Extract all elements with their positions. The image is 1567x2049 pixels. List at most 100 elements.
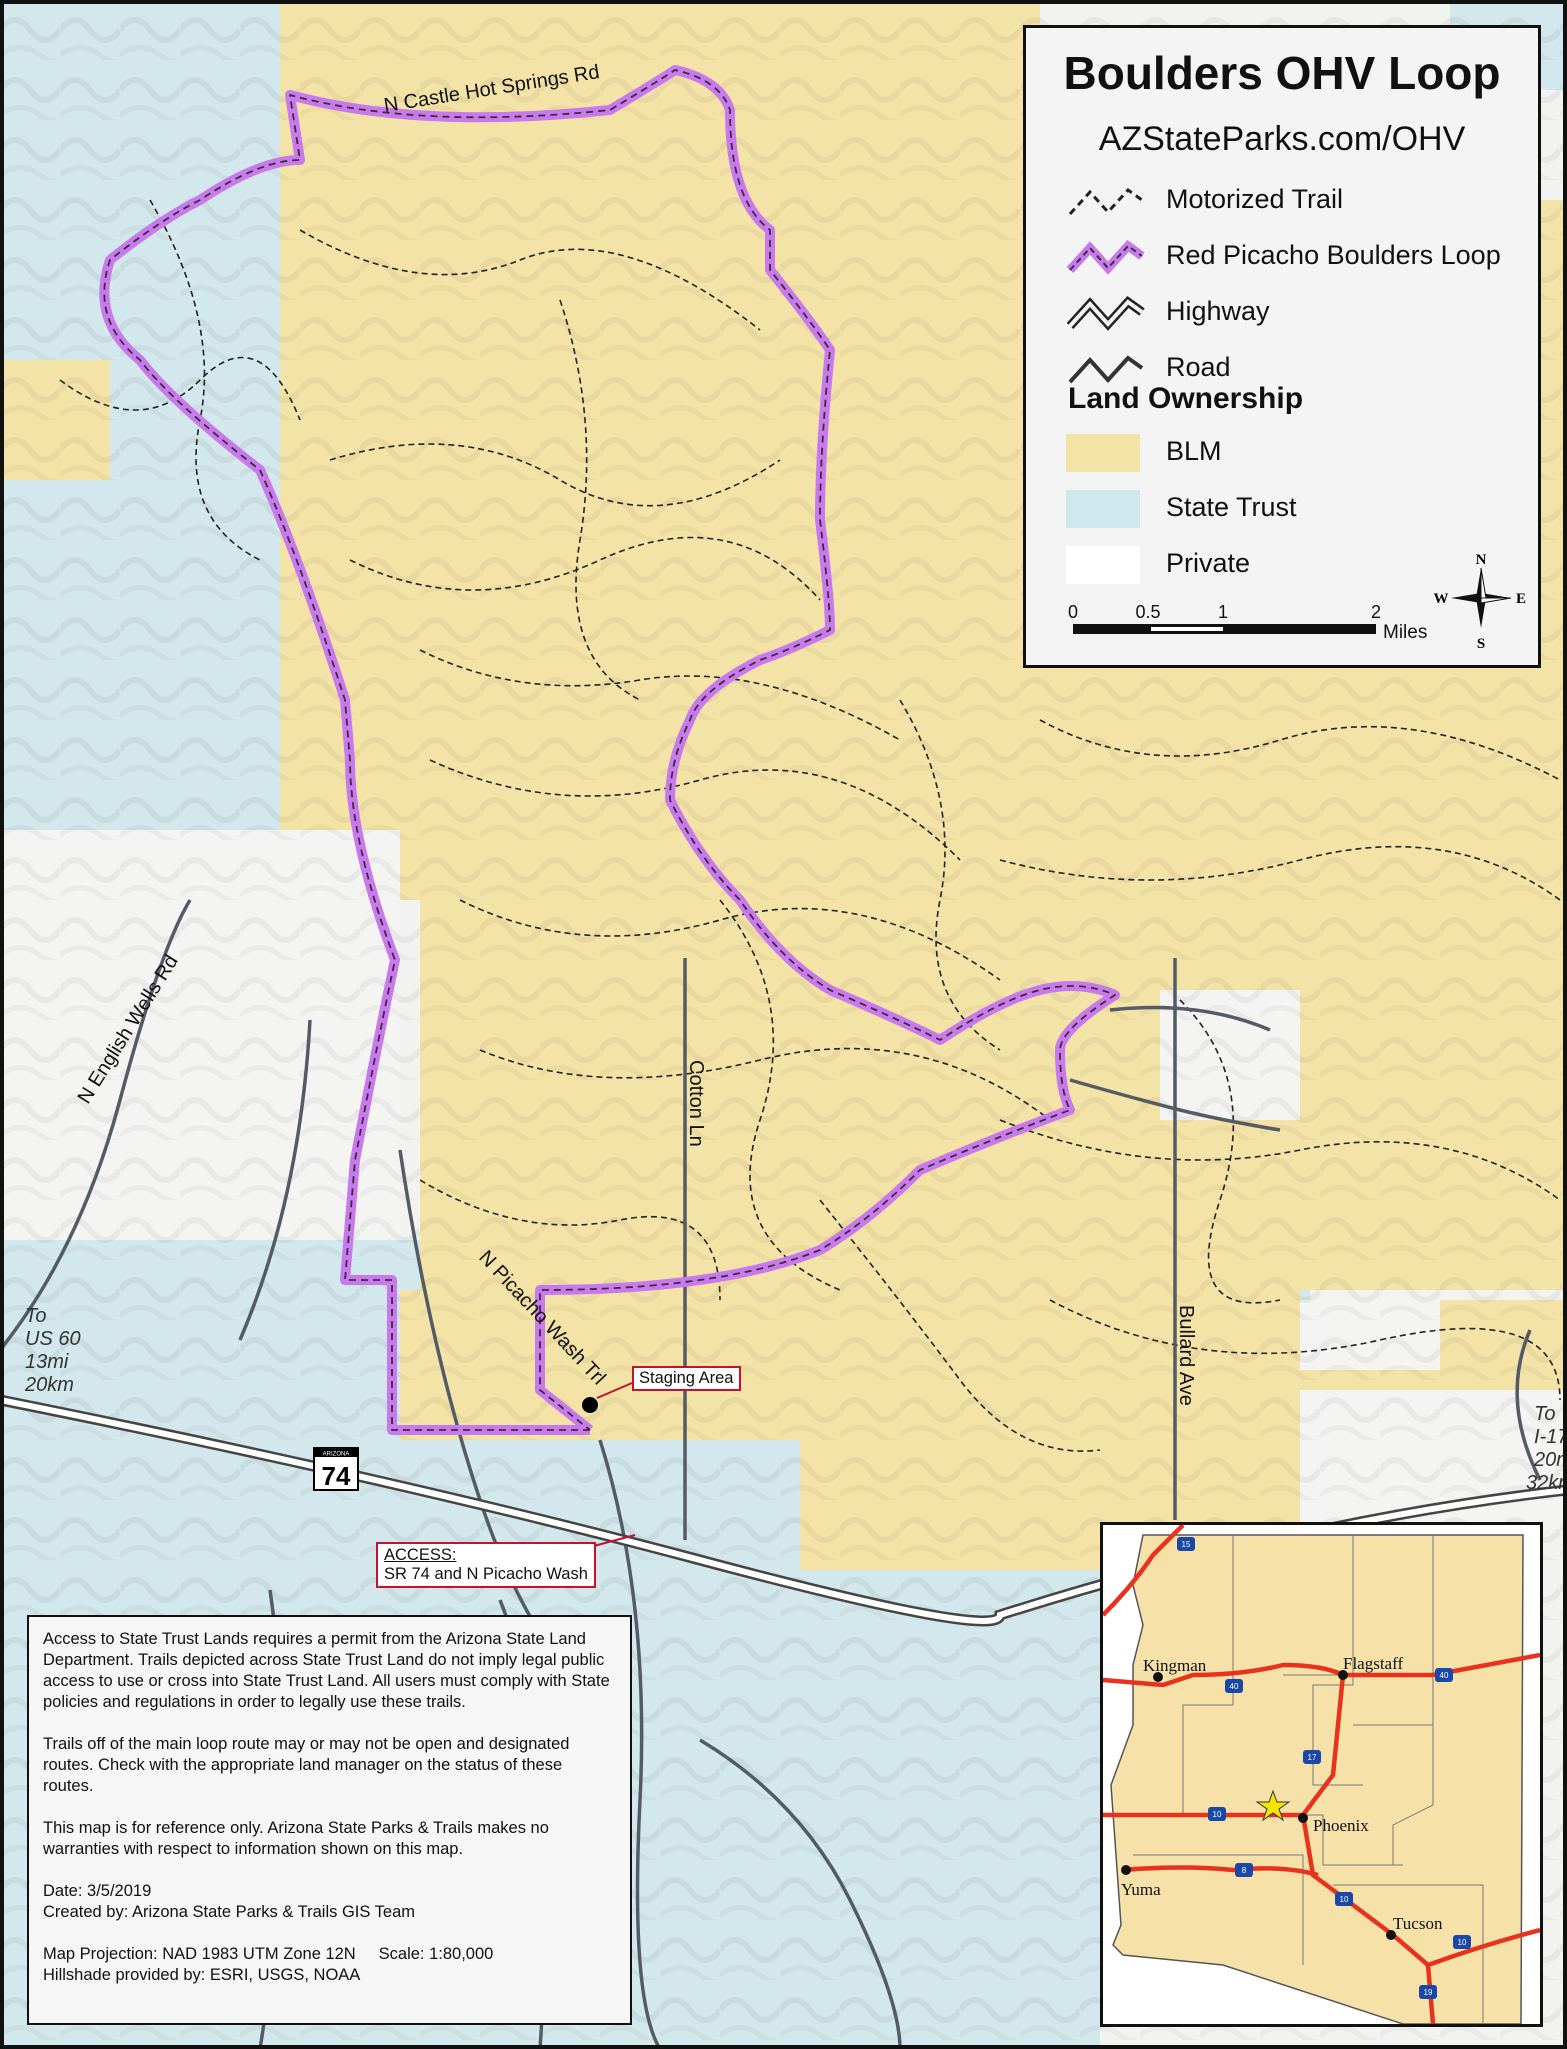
i10-south-shield-icon: 10	[1335, 1892, 1353, 1906]
legend-label: Road	[1166, 352, 1231, 382]
arizona-state-shape	[1110, 1534, 1524, 2024]
notes-created: Created by: Arizona State Parks & Trails…	[43, 1903, 416, 1921]
interstate-shields: 15 40 40 17 10 8 10 10 19	[1177, 1537, 1471, 1999]
map-url[interactable]: AZStateParks.com/OHV	[1098, 120, 1466, 158]
staging-area-callout: Staging Area	[632, 1366, 741, 1391]
notes-permit: Access to State Trust Lands requires a p…	[43, 1630, 610, 1711]
staging-callout-leader	[596, 1382, 633, 1399]
legend-label: Highway	[1166, 296, 1270, 326]
map-title: Boulders OHV Loop	[1063, 47, 1501, 99]
svg-text:ARIZONA: ARIZONA	[323, 1452, 350, 1458]
legend-item-motorized-trail: Motorized Trail	[1066, 178, 1526, 224]
svg-text:10: 10	[1213, 1810, 1222, 1819]
svg-text:40: 40	[1440, 1671, 1449, 1680]
city-phoenix: Phoenix	[1313, 1816, 1369, 1835]
svg-text:17: 17	[1308, 1753, 1317, 1762]
svg-text:10: 10	[1458, 1938, 1467, 1947]
i10-east-shield-icon: 10	[1453, 1935, 1471, 1949]
road-icon	[1068, 355, 1144, 384]
blm-swatch	[1066, 434, 1140, 472]
notes-projection-line: Map Projection: NAD 1983 UTM Zone 12N Sc…	[43, 1944, 616, 1965]
cotton-ln-label: Cotton Ln	[685, 1060, 707, 1147]
notes-projection: Map Projection: NAD 1983 UTM Zone 12N	[43, 1945, 356, 1963]
to-i17-line1: To	[1534, 1403, 1556, 1425]
private-swatch	[1066, 546, 1140, 584]
notes-scale: Scale: 1:80,000	[378, 1945, 494, 1963]
compass-e: E	[1516, 591, 1526, 607]
scale-bar: 0 0.5 1 2 Miles	[1068, 602, 1427, 643]
to-us60-line3: 13mi	[25, 1351, 69, 1373]
to-us60-line4: 20km	[24, 1374, 74, 1396]
loop-route-icon	[1066, 240, 1145, 275]
staging-area-marker[interactable]	[582, 1397, 598, 1413]
svg-text:15: 15	[1182, 1540, 1191, 1549]
access-callout: ACCESS: SR 74 and N Picacho Wash	[376, 1542, 596, 1588]
compass-n: N	[1476, 552, 1487, 568]
legend-label: Red Picacho Boulders Loop	[1166, 240, 1501, 270]
scale-tick-05: 0.5	[1135, 602, 1160, 622]
highway-icon	[1066, 296, 1145, 331]
boulders-loop-route	[99, 65, 1120, 1435]
i17-shield-icon: 17	[1303, 1750, 1321, 1764]
state-trust-swatch	[1066, 490, 1140, 528]
legend-item-blm: BLM	[1066, 430, 1526, 476]
legend-label: Motorized Trail	[1166, 184, 1344, 214]
svg-text:10: 10	[1340, 1895, 1349, 1904]
svg-text:8: 8	[1242, 1866, 1247, 1875]
scale-unit: Miles	[1383, 622, 1427, 643]
access-title: ACCESS:	[384, 1546, 457, 1564]
i15-shield-icon: 15	[1177, 1537, 1195, 1551]
compass-rose-icon: N S E W	[1434, 552, 1527, 652]
arizona-inset-map: Kingman Flagstaff Phoenix Yuma Tucson 15…	[1100, 1522, 1543, 2027]
city-flagstaff: Flagstaff	[1343, 1654, 1403, 1673]
svg-text:40: 40	[1230, 1682, 1239, 1691]
bullard-ave-label: Bullard Ave	[1175, 1305, 1197, 1406]
access-detail: SR 74 and N Picacho Wash	[384, 1565, 588, 1583]
legend-item-state-trust: State Trust	[1066, 486, 1526, 532]
notes-reference: This map is for reference only. Arizona …	[43, 1819, 549, 1858]
i8-shield-icon: 8	[1235, 1863, 1253, 1877]
city-yuma: Yuma	[1121, 1880, 1161, 1899]
motorized-trails	[59, 199, 1561, 1452]
kingman-dot	[1153, 1672, 1163, 1682]
to-i17-line2: I-17	[1534, 1426, 1567, 1448]
sr74-shield-icon: ARIZONA 74	[313, 1447, 359, 1491]
i19-shield-icon: 19	[1419, 1985, 1437, 1999]
legend-item-road: Road	[1066, 346, 1526, 392]
scale-tick-0: 0	[1068, 602, 1078, 622]
to-i17-line3: 20mi	[1533, 1449, 1567, 1471]
i10-shield-icon: 10	[1208, 1807, 1226, 1821]
yuma-dot	[1121, 1865, 1131, 1875]
land-ownership-heading: Land Ownership	[1068, 382, 1304, 415]
to-us60-line1: To	[25, 1305, 47, 1327]
phoenix-dot	[1298, 1813, 1308, 1823]
i40-shield-icon: 40	[1225, 1679, 1243, 1693]
disclaimer-panel: Access to State Trust Lands requires a p…	[27, 1615, 632, 2025]
city-tucson: Tucson	[1393, 1914, 1443, 1933]
legend-label: BLM	[1166, 436, 1222, 466]
notes-trails: Trails off of the main loop route may or…	[43, 1735, 570, 1795]
legend-item-highway: Highway	[1066, 290, 1526, 336]
staging-area-label: Staging Area	[639, 1369, 734, 1387]
to-us60-line2: US 60	[25, 1328, 81, 1350]
scale-tick-1: 1	[1218, 602, 1228, 622]
svg-text:74: 74	[322, 1461, 351, 1491]
legend-label: State Trust	[1166, 492, 1297, 522]
scale-tick-2: 2	[1371, 602, 1381, 622]
flagstaff-dot	[1338, 1670, 1348, 1680]
legend-item-private: Private	[1066, 542, 1526, 588]
i40-east-shield-icon: 40	[1435, 1668, 1453, 1682]
legend-panel: Boulders OHV Loop AZStateParks.com/OHV M…	[1023, 25, 1541, 668]
legend-item-loop: Red Picacho Boulders Loop	[1066, 234, 1526, 280]
city-kingman: Kingman	[1143, 1656, 1207, 1675]
compass-w: W	[1434, 591, 1449, 607]
loop-location-star-icon	[1255, 1789, 1291, 1822]
cities: Kingman Flagstaff Phoenix Yuma Tucson	[1121, 1654, 1443, 1940]
svg-text:19: 19	[1424, 1988, 1433, 1997]
to-i17-line4: 32km	[1526, 1472, 1567, 1494]
dashed-trail-icon	[1068, 188, 1143, 216]
legend-label: Private	[1166, 548, 1251, 578]
notes-date: Date: 3/5/2019	[43, 1882, 152, 1900]
notes-hillshade: Hillshade provided by: ESRI, USGS, NOAA	[43, 1966, 361, 1984]
tucson-dot	[1386, 1930, 1396, 1940]
